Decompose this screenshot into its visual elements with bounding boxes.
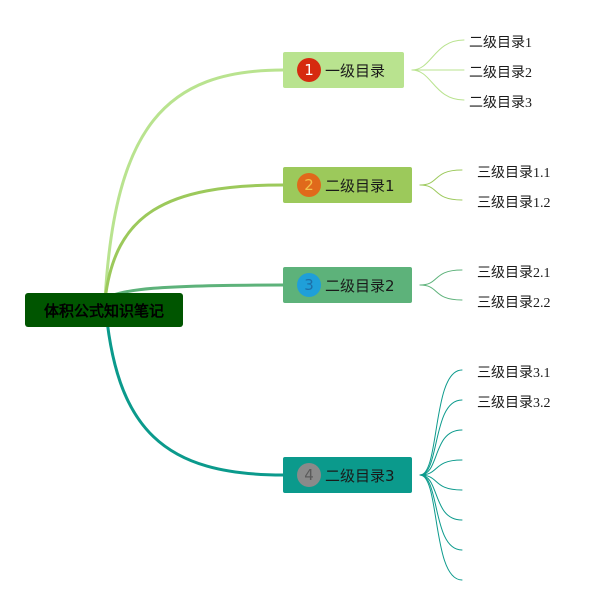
leaf-connector bbox=[411, 69, 465, 101]
leaf-item[interactable]: 二级目录3 bbox=[469, 96, 532, 111]
leaf-item[interactable]: 二级目录1 bbox=[469, 36, 532, 51]
leaf-connector bbox=[419, 474, 463, 581]
branch-label: 二级目录3 bbox=[325, 466, 395, 485]
branch-label: 二级目录1 bbox=[325, 176, 395, 195]
leaf-connector bbox=[419, 169, 463, 186]
leaf-connector bbox=[419, 474, 463, 551]
branch-node-3[interactable]: 3 二级目录2 bbox=[283, 267, 412, 303]
leaf-connector bbox=[419, 269, 463, 286]
branch-connector bbox=[103, 68, 285, 302]
branch-node-1[interactable]: 1 一级目录 bbox=[283, 52, 404, 88]
leaf-connector bbox=[419, 284, 463, 301]
leaf-connector bbox=[419, 369, 463, 476]
leaf-item[interactable]: 三级目录2.2 bbox=[477, 296, 551, 311]
branch-connector bbox=[103, 183, 285, 302]
leaf-connector bbox=[419, 399, 463, 476]
leaf-item[interactable]: 三级目录2.1 bbox=[477, 266, 551, 281]
leaf-connector bbox=[411, 39, 465, 71]
branch-connector bbox=[103, 298, 285, 477]
branch-node-4[interactable]: 4 二级目录3 bbox=[283, 457, 412, 493]
number-badge-icon: 3 bbox=[297, 273, 321, 297]
branch-node-2[interactable]: 2 二级目录1 bbox=[283, 167, 412, 203]
number-badge-icon: 4 bbox=[297, 463, 321, 487]
leaf-item[interactable]: 三级目录1.1 bbox=[477, 166, 551, 181]
leaf-connector bbox=[419, 429, 463, 476]
leaf-item[interactable]: 三级目录3.1 bbox=[477, 366, 551, 381]
leaf-connector bbox=[419, 474, 463, 491]
leaf-item[interactable]: 二级目录2 bbox=[469, 66, 532, 81]
leaf-connector bbox=[419, 184, 463, 201]
branch-label: 一级目录 bbox=[325, 61, 386, 80]
leaf-connector bbox=[419, 459, 463, 476]
branch-label: 二级目录2 bbox=[325, 276, 395, 295]
root-node[interactable]: 体积公式知识笔记 bbox=[25, 293, 183, 327]
root-label: 体积公式知识笔记 bbox=[43, 301, 164, 320]
number-badge-icon: 1 bbox=[297, 58, 321, 82]
leaf-item[interactable]: 三级目录1.2 bbox=[477, 196, 551, 211]
leaf-item[interactable]: 三级目录3.2 bbox=[477, 396, 551, 411]
number-badge-icon: 2 bbox=[297, 173, 321, 197]
leaf-connector bbox=[419, 474, 463, 521]
